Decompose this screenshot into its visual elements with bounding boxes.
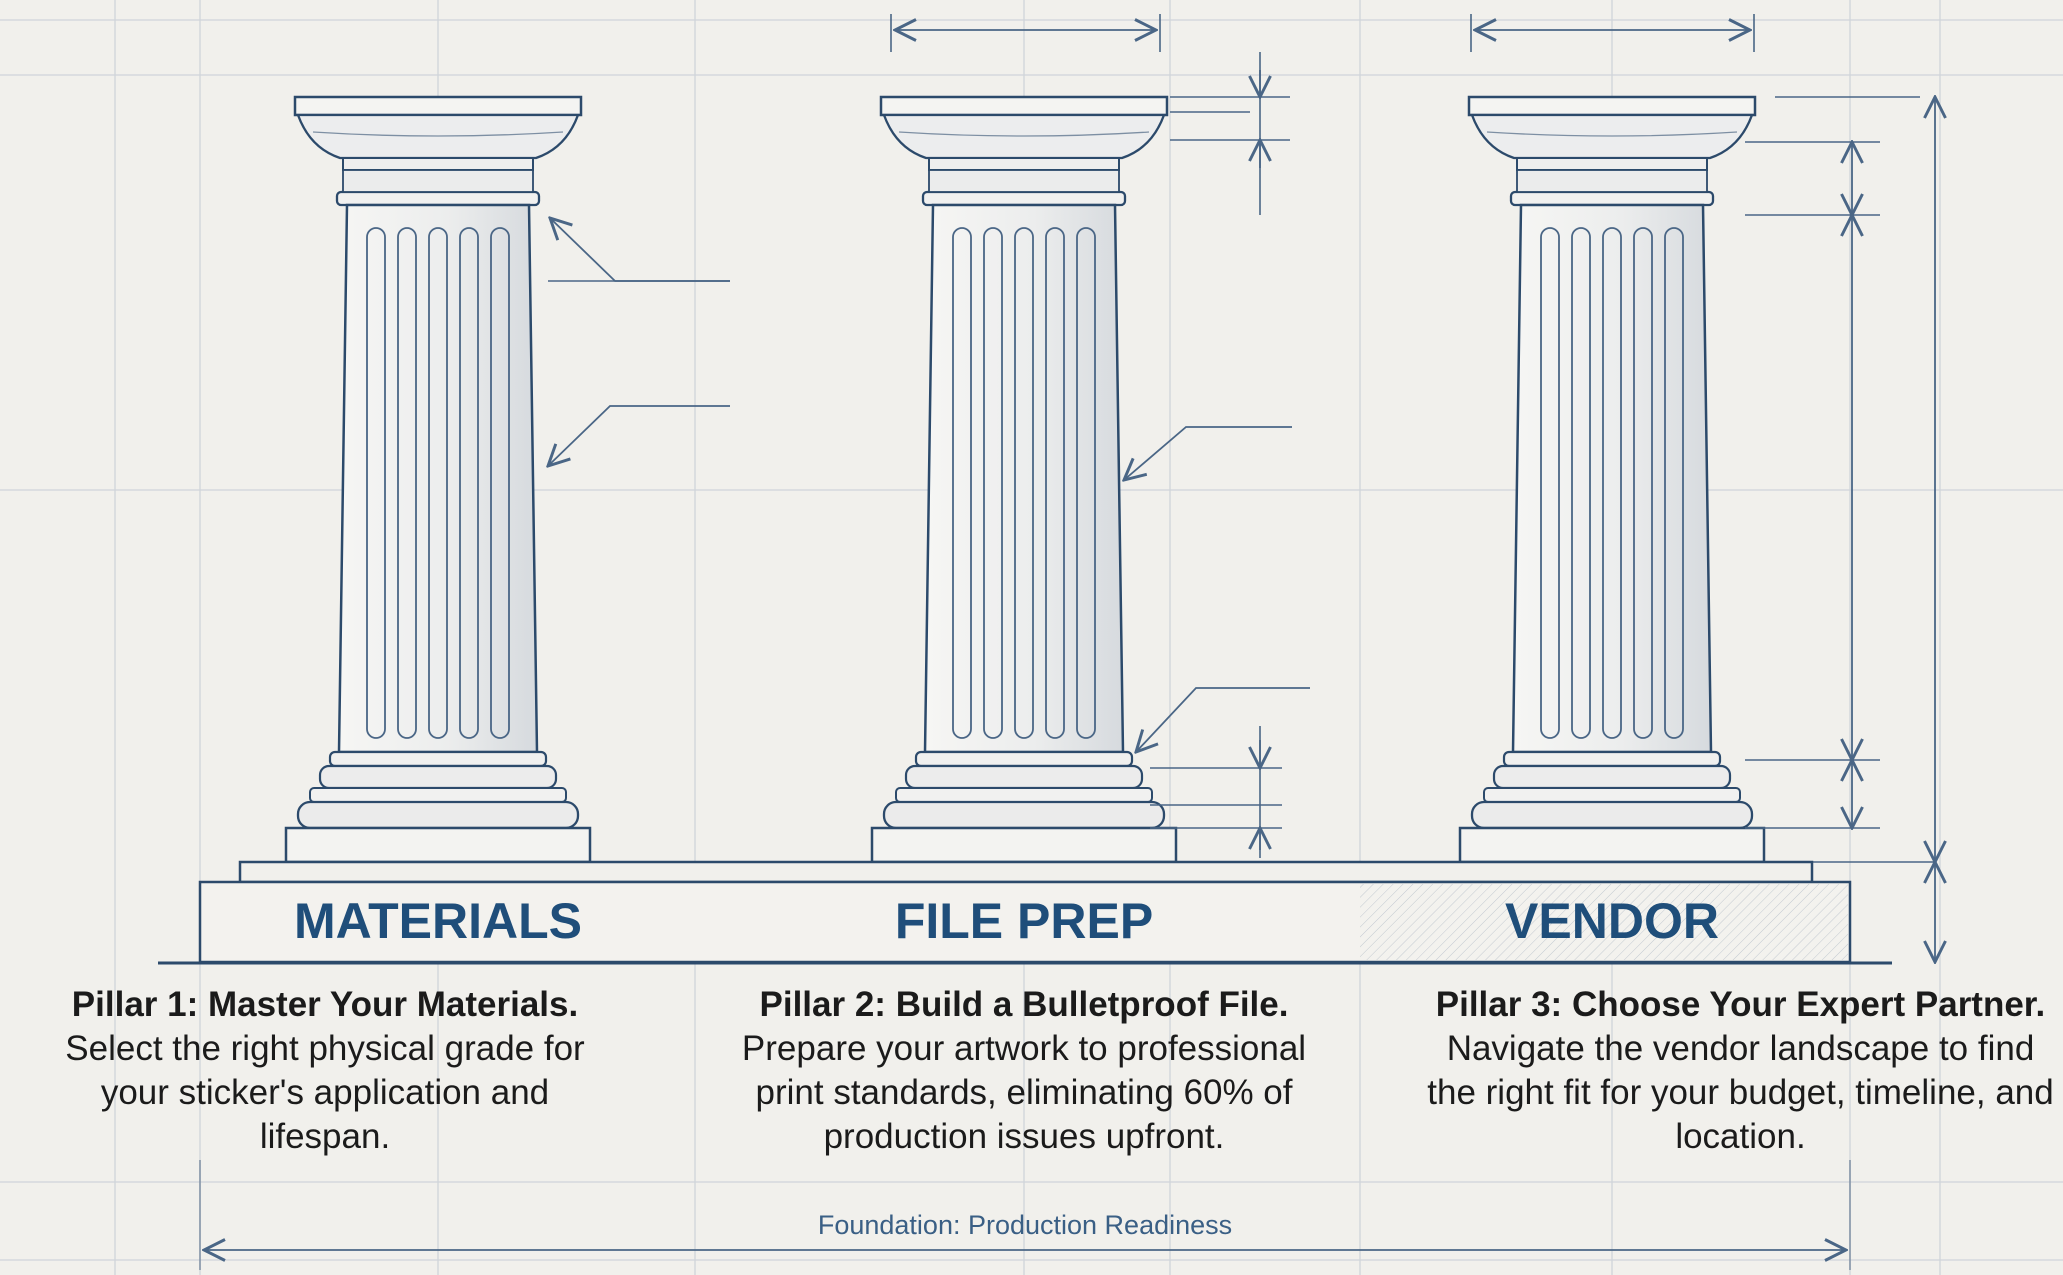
pillar-1-caption: Pillar 1: Master Your Materials. Select … xyxy=(5,983,645,1159)
column-abacus xyxy=(293,95,583,117)
pillar-1-heading: Pillar 1: Master Your Materials. xyxy=(71,985,579,1024)
pillar-label-file-prep: FILE PREP xyxy=(895,893,1153,949)
column-shaft xyxy=(1511,203,1713,754)
column-base-torus xyxy=(1492,764,1732,790)
pillar-3-heading: Pillar 3: Choose Your Expert Partner. xyxy=(1435,985,2046,1024)
column-neck xyxy=(928,157,1120,171)
column-flute xyxy=(428,227,448,739)
foundation-dimension xyxy=(199,1160,1851,1270)
column-flute xyxy=(1633,227,1653,739)
pillar-2-caption: Pillar 2: Build a Bulletproof File. Prep… xyxy=(704,983,1344,1159)
column-flute xyxy=(1014,227,1034,739)
column-neck xyxy=(1516,157,1708,171)
column-flute xyxy=(983,227,1003,739)
column-echinus-line xyxy=(1486,131,1738,137)
column-base-torus xyxy=(904,764,1144,790)
column-shaft xyxy=(337,203,539,754)
foundation-label: Foundation: Production Readiness xyxy=(818,1210,1232,1240)
column-plinth xyxy=(284,826,592,864)
column-flute xyxy=(397,227,417,739)
column-echinus-line xyxy=(898,131,1150,137)
column-flute xyxy=(366,227,386,739)
column-1 xyxy=(284,95,592,864)
column-abacus xyxy=(879,95,1169,117)
column-base-scotia xyxy=(895,787,1153,803)
column-echinus-line xyxy=(312,131,564,137)
column-astragal xyxy=(921,190,1127,207)
plinth-hatch xyxy=(1360,884,1848,960)
column-2 xyxy=(870,95,1178,864)
pillar-2-description: Prepare your artwork to professional pri… xyxy=(741,1029,1307,1156)
column-collar xyxy=(1516,169,1708,193)
column-flute xyxy=(1602,227,1622,739)
column-plinth xyxy=(1458,826,1766,864)
columns-group xyxy=(284,95,1766,864)
column-flute xyxy=(490,227,510,739)
column-flute xyxy=(1571,227,1591,739)
column-astragal xyxy=(1509,190,1715,207)
column-flute xyxy=(952,227,972,739)
plinth-top-step xyxy=(238,860,1814,884)
leader-line xyxy=(548,405,730,466)
leader-line xyxy=(550,218,730,282)
column-collar xyxy=(342,169,534,193)
column-plinth xyxy=(870,826,1178,864)
column-collar xyxy=(928,169,1120,193)
column-flute xyxy=(459,227,479,739)
column-astragal xyxy=(335,190,541,207)
column-abacus xyxy=(1467,95,1757,117)
column-flute xyxy=(1540,227,1560,739)
column-base-ring xyxy=(1502,750,1722,768)
column-base-torus xyxy=(318,764,558,790)
pillar-3-description: Navigate the vendor landscape to find th… xyxy=(1427,1029,2054,1156)
leader-line xyxy=(1124,426,1292,480)
dimension-lines xyxy=(548,14,1935,962)
column-neck xyxy=(342,157,534,171)
pillar-2-heading: Pillar 2: Build a Bulletproof File. xyxy=(759,985,1289,1024)
plinth xyxy=(158,860,1892,965)
column-flute xyxy=(1664,227,1684,739)
leader-line xyxy=(1136,687,1310,752)
pillar-label-vendor: VENDOR xyxy=(1505,893,1719,949)
column-flute xyxy=(1045,227,1065,739)
column-base-lower-torus xyxy=(882,800,1166,830)
column-flute xyxy=(1076,227,1096,739)
column-base-scotia xyxy=(309,787,567,803)
column-base-ring xyxy=(328,750,548,768)
pillar-3-caption: Pillar 3: Choose Your Expert Partner. Na… xyxy=(1418,983,2063,1159)
column-base-ring xyxy=(914,750,1134,768)
column-shaft xyxy=(923,203,1125,754)
column-base-lower-torus xyxy=(1470,800,1754,830)
pillar-1-description: Select the right physical grade for your… xyxy=(65,1029,585,1156)
pillar-label-materials: MATERIALS xyxy=(294,893,582,949)
column-base-lower-torus xyxy=(296,800,580,830)
column-3 xyxy=(1458,95,1766,864)
column-base-scotia xyxy=(1483,787,1741,803)
